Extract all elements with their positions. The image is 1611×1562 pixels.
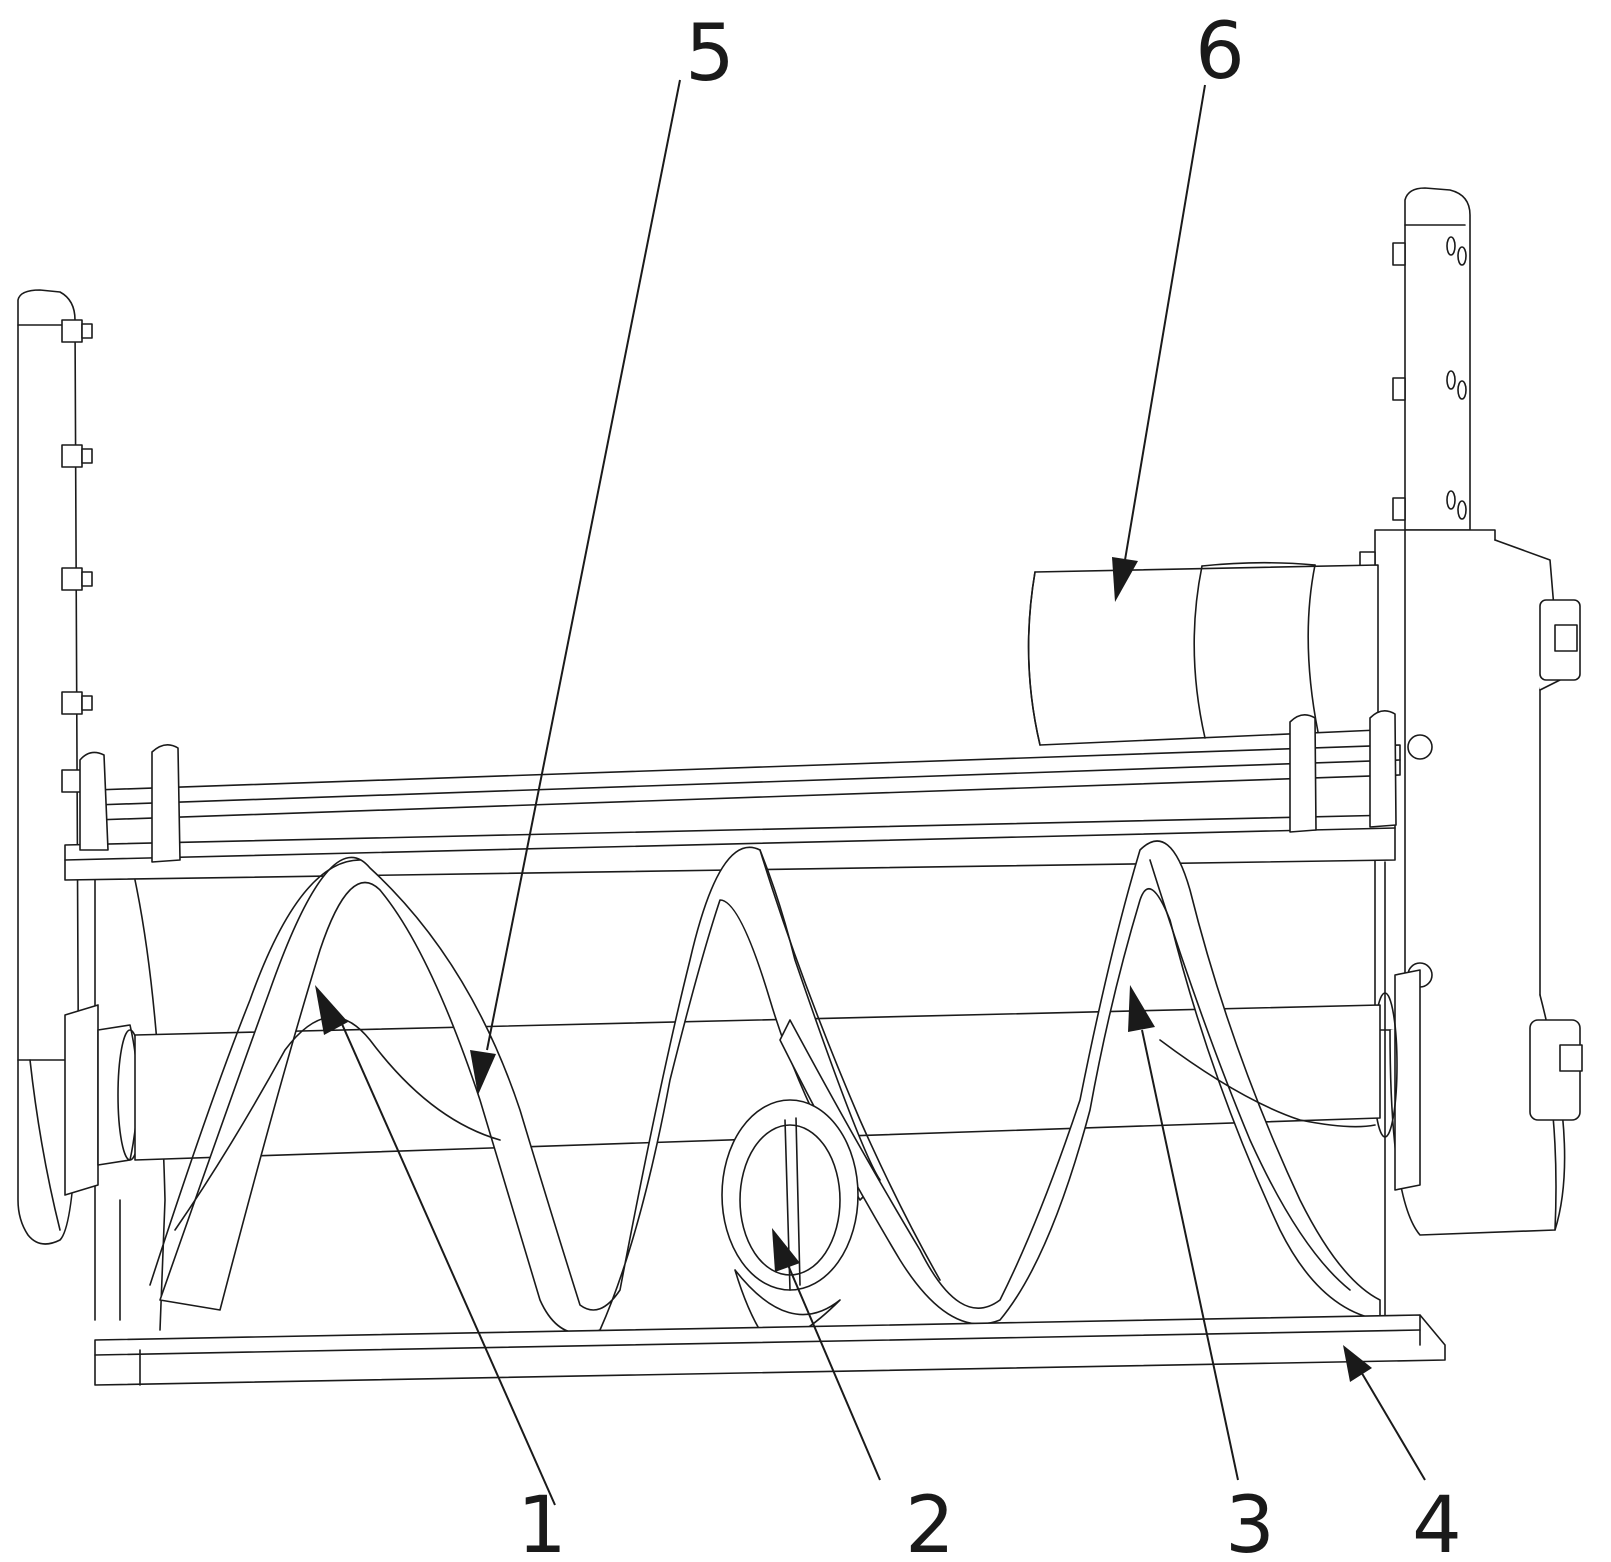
callout-label-1: 1	[517, 1481, 567, 1562]
callout-leader-6	[1112, 84, 1206, 602]
callout-leader-1	[315, 985, 556, 1506]
callout-leader-4	[1343, 1345, 1426, 1481]
helical-flight-right	[759, 840, 1381, 1325]
callout-label-2: 2	[905, 1481, 955, 1562]
callout-label-5: 5	[685, 9, 735, 99]
callout-leader-5	[470, 79, 681, 1095]
left-bearing-block	[64, 1004, 143, 1196]
right-end-plate	[1392, 187, 1471, 531]
left-plate-bolts	[61, 319, 93, 793]
auger-shaft	[134, 1004, 1381, 1161]
callout-leader-2	[772, 1228, 881, 1481]
callout-label-4: 4	[1412, 1481, 1462, 1562]
right-drive-housing	[1359, 529, 1583, 1236]
drive-motor	[1027, 561, 1379, 746]
discharge-outlet	[721, 1099, 859, 1346]
upper-frame-rail	[64, 710, 1401, 881]
callout-label-3: 3	[1225, 1481, 1275, 1562]
callout-leader-3	[1128, 985, 1239, 1481]
callout-label-6: 6	[1195, 7, 1245, 97]
bottom-base-bar	[94, 1314, 1446, 1386]
